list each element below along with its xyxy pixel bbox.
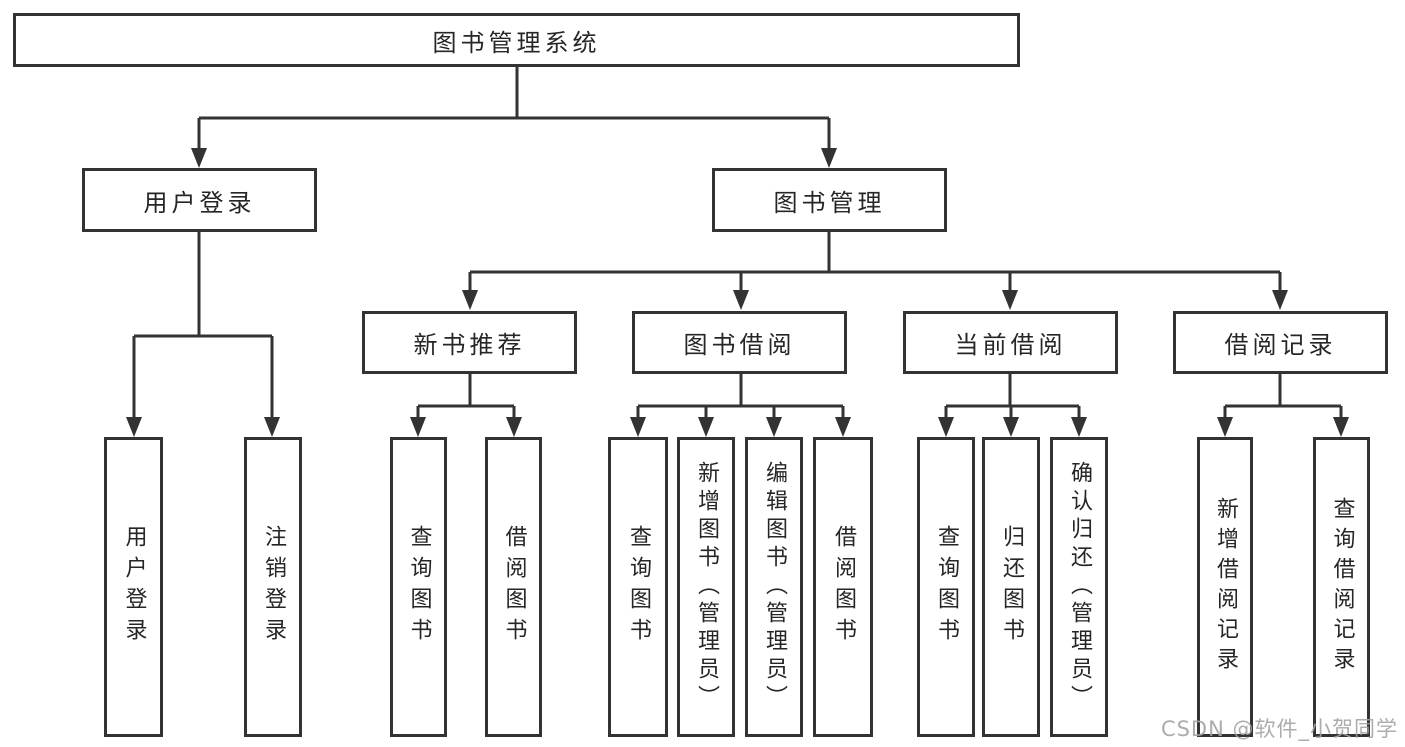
csdn-watermark: CSDN @软件_小贺同学 <box>1160 717 1398 741</box>
node-book-borrow: 图书借阅 <box>632 311 847 374</box>
leaf-confirm-return-admin-label: 确认归还（管理员） <box>1067 461 1092 713</box>
leaf-borrow-books-2: 借阅图书 <box>813 437 873 737</box>
node-new-books: 新书推荐 <box>362 311 577 374</box>
node-root-label: 图书管理系统 <box>432 28 601 57</box>
leaf-query-books-3: 查询图书 <box>917 437 975 737</box>
leaf-confirm-return-admin: 确认归还（管理员） <box>1050 437 1108 737</box>
node-book-management: 图书管理 <box>712 168 947 232</box>
leaf-edit-book-admin-label: 编辑图书（管理员） <box>762 461 787 713</box>
leaf-add-book-admin-label: 新增图书（管理员） <box>694 461 719 713</box>
leaf-query-books-2: 查询图书 <box>608 437 668 737</box>
leaf-borrow-books-1-label: 借阅图书 <box>501 525 527 649</box>
leaf-query-borrow-record: 查询借阅记录 <box>1313 437 1370 737</box>
leaf-user-login: 用户登录 <box>104 437 163 737</box>
leaf-logout-label: 注销登录 <box>261 525 286 649</box>
leaf-add-borrow-record-label: 新增借阅记录 <box>1213 497 1238 677</box>
leaf-query-books-1: 查询图书 <box>390 437 447 737</box>
node-root: 图书管理系统 <box>13 13 1020 67</box>
leaf-logout: 注销登录 <box>244 437 302 737</box>
leaf-query-books-2-label: 查询图书 <box>626 525 651 649</box>
leaf-query-borrow-record-label: 查询借阅记录 <box>1329 497 1355 677</box>
node-user-login: 用户登录 <box>82 168 317 232</box>
leaf-edit-book-admin: 编辑图书（管理员） <box>745 437 803 737</box>
node-user-login-label: 用户登录 <box>143 188 256 217</box>
leaf-return-book-label: 归还图书 <box>999 525 1024 649</box>
leaf-add-book-admin: 新增图书（管理员） <box>677 437 735 737</box>
leaf-add-borrow-record: 新增借阅记录 <box>1197 437 1253 737</box>
node-book-borrow-label: 图书借阅 <box>683 331 796 359</box>
node-new-books-label: 新书推荐 <box>413 331 526 359</box>
leaf-query-books-3-label: 查询图书 <box>934 525 959 649</box>
leaf-return-book: 归还图书 <box>982 437 1040 737</box>
leaf-user-login-label: 用户登录 <box>121 525 147 649</box>
leaf-query-books-1-label: 查询图书 <box>406 525 432 649</box>
node-current-borrow-label: 当前借阅 <box>954 331 1067 359</box>
node-book-management-label: 图书管理 <box>773 188 886 217</box>
arrowheads <box>126 148 1349 437</box>
leaf-borrow-books-1: 借阅图书 <box>485 437 542 737</box>
leaf-borrow-books-2-label: 借阅图书 <box>831 525 856 649</box>
node-borrow-records-label: 借阅记录 <box>1224 331 1337 359</box>
node-borrow-records: 借阅记录 <box>1173 311 1388 374</box>
node-current-borrow: 当前借阅 <box>903 311 1118 374</box>
